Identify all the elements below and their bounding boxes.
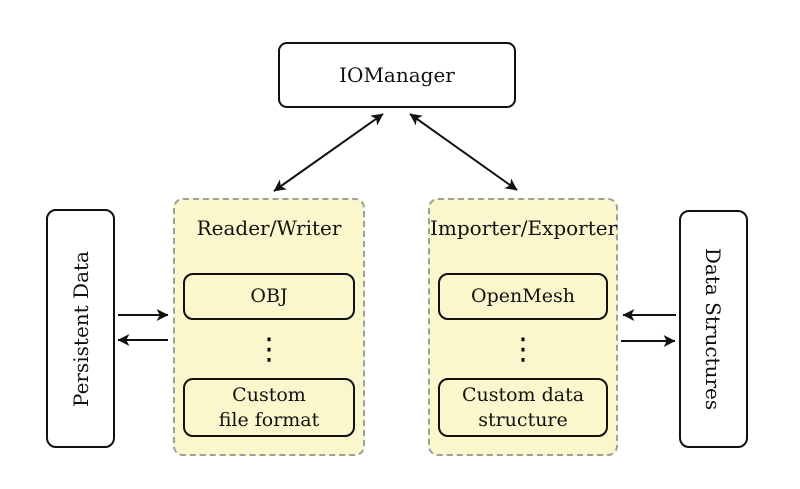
arrow-iomanager-readerwriter <box>273 113 384 192</box>
reader-writer-title: Reader/Writer <box>196 216 342 240</box>
arrow-iomanager-importerexporter <box>409 113 518 191</box>
vdots-glyph: ⋮ <box>508 331 538 367</box>
data-structures-node: Data Structures <box>679 210 748 448</box>
importer-exporter-title: Importer/Exporter <box>430 216 618 240</box>
obj-label: OBJ <box>250 285 288 307</box>
obj-node: OBJ <box>183 273 355 320</box>
custom-file-format-node: Custom file format <box>183 378 355 437</box>
persistent-data-label: Persistent Data <box>68 250 93 407</box>
vdots-left: ⋮ <box>254 329 284 369</box>
openmesh-label: OpenMesh <box>471 285 575 307</box>
custom-file-format-label: Custom file format <box>219 383 320 433</box>
custom-data-structure-label: Custom data structure <box>462 383 584 433</box>
custom-data-structure-line2: structure <box>478 408 568 431</box>
iomanager-label: IOManager <box>339 63 455 87</box>
openmesh-node: OpenMesh <box>438 273 608 320</box>
vdots-glyph: ⋮ <box>254 331 284 367</box>
persistent-data-node: Persistent Data <box>46 209 115 448</box>
custom-data-structure-line1: Custom data <box>461 383 585 406</box>
custom-file-format-line2: file format <box>218 408 320 431</box>
data-structures-label: Data Structures <box>701 247 726 411</box>
custom-data-structure-node: Custom data structure <box>438 378 608 437</box>
vdots-right: ⋮ <box>508 329 538 369</box>
iomanager-node: IOManager <box>278 42 516 108</box>
custom-file-format-line1: Custom <box>232 383 306 406</box>
